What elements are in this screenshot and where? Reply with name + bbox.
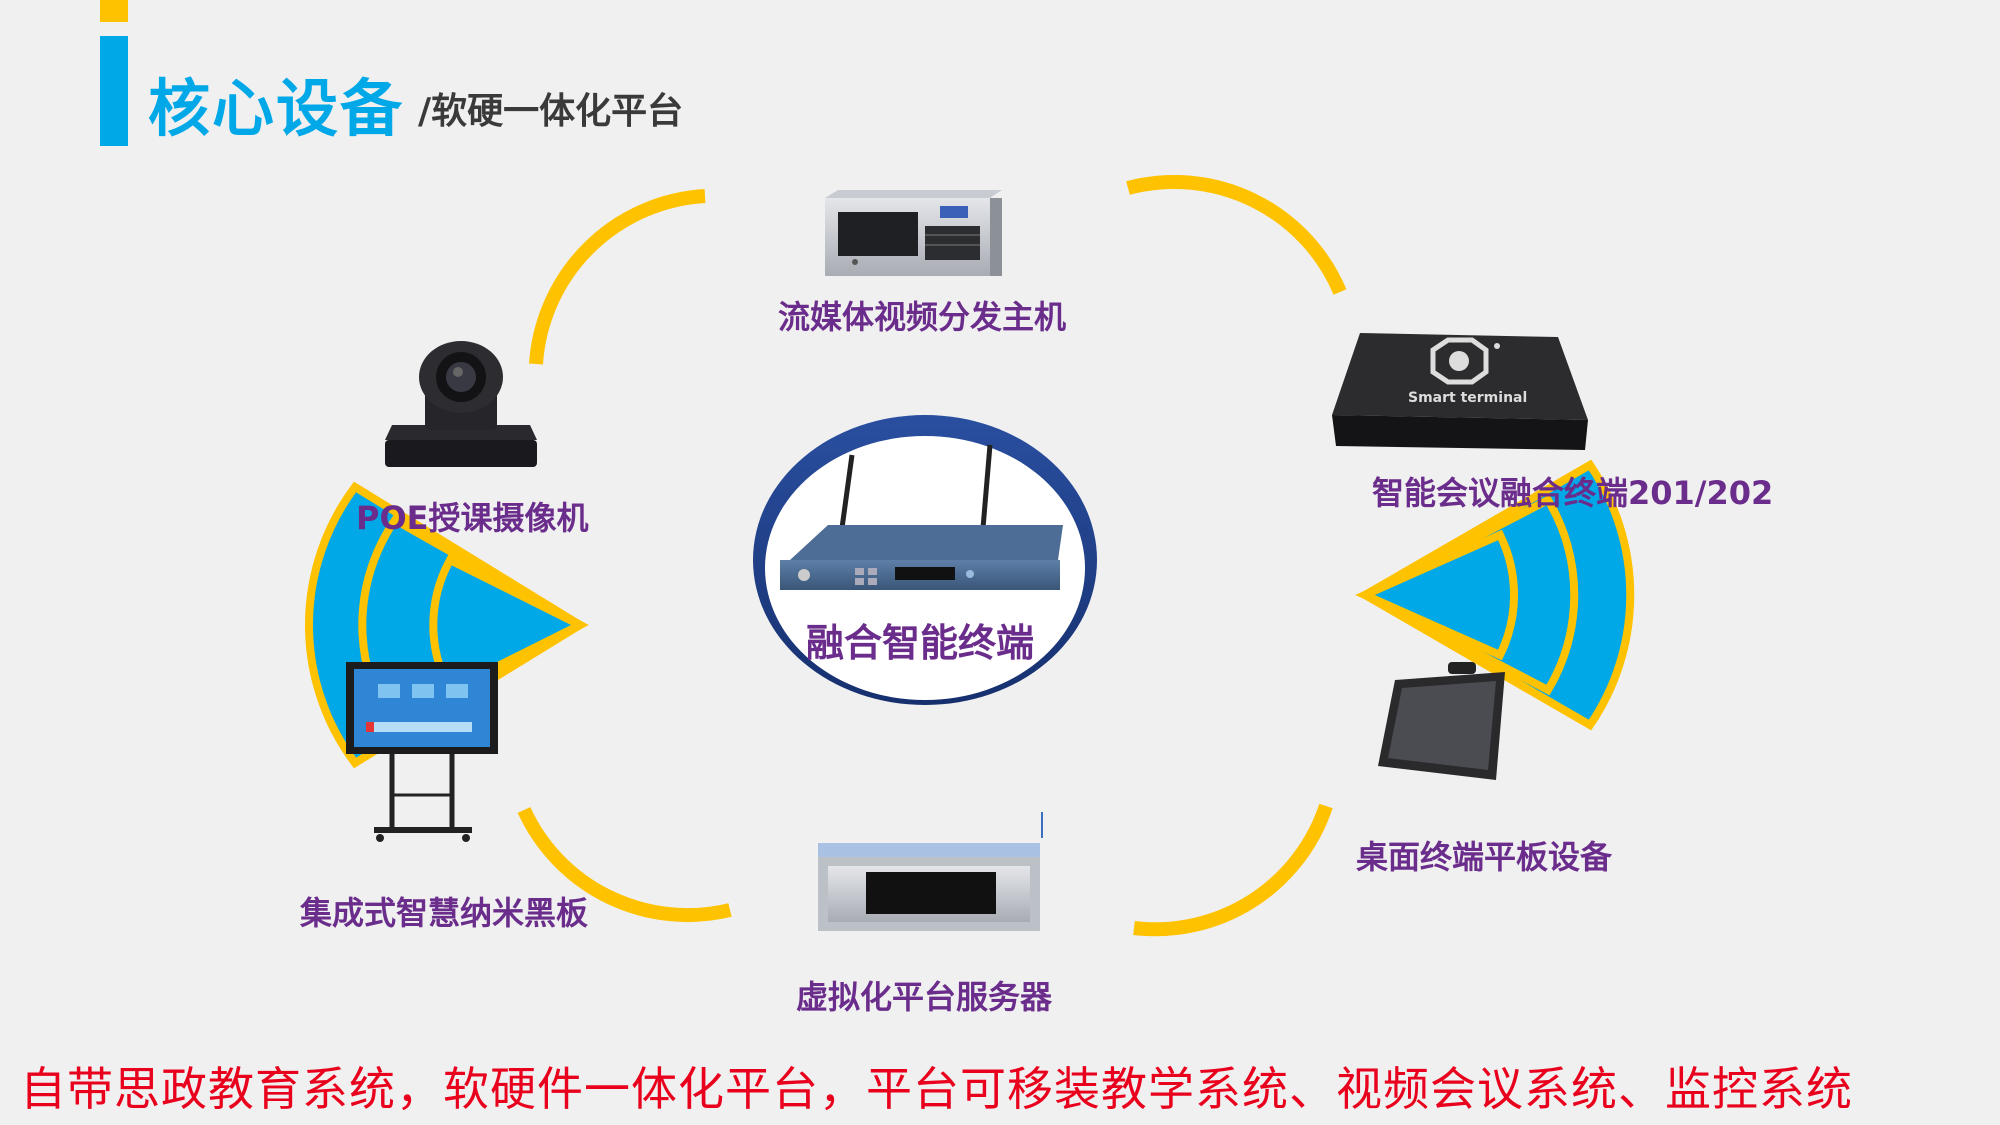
footer-summary: 自带思政教育系统，软硬件一体化平台，平台可移装教学系统、视频会议系统、监控系统 bbox=[20, 1062, 1853, 1116]
arc-top-right bbox=[1126, 175, 1347, 295]
label-virtual-server: 虚拟化平台服务器 bbox=[796, 978, 1053, 1016]
center-device-image bbox=[780, 444, 1063, 590]
page-title: 核心设备 bbox=[148, 72, 405, 145]
streaming-host-image bbox=[825, 190, 1002, 276]
smart-terminal-print: Smart terminal bbox=[1408, 390, 1528, 406]
arc-bottom-left bbox=[517, 807, 732, 923]
label-smart-blackboard: 集成式智慧纳米黑板 bbox=[300, 894, 589, 932]
virtual-server-image bbox=[818, 812, 1043, 931]
arc-top-left bbox=[529, 189, 706, 365]
arc-bottom-right bbox=[1133, 803, 1333, 937]
label-desktop-tablet: 桌面终端平板设备 bbox=[1356, 838, 1613, 876]
label-poe-camera: POE授课摄像机 bbox=[356, 499, 589, 537]
smart-terminal-image bbox=[1332, 333, 1588, 450]
poe-camera-image bbox=[385, 341, 537, 467]
header-accent-yellow bbox=[100, 0, 128, 22]
label-smart-terminal: 智能会议融合终端201/202 bbox=[1372, 474, 1774, 512]
header-accent-blue bbox=[100, 36, 128, 146]
desktop-tablet-image bbox=[1378, 662, 1505, 780]
right-signal-wave bbox=[1355, 459, 1635, 731]
smart-blackboard-image bbox=[346, 662, 498, 842]
label-center-terminal: 融合智能终端 bbox=[806, 621, 1035, 665]
page-subtitle: /软硬一体化平台 bbox=[418, 91, 684, 132]
label-streaming-host: 流媒体视频分发主机 bbox=[778, 298, 1067, 336]
